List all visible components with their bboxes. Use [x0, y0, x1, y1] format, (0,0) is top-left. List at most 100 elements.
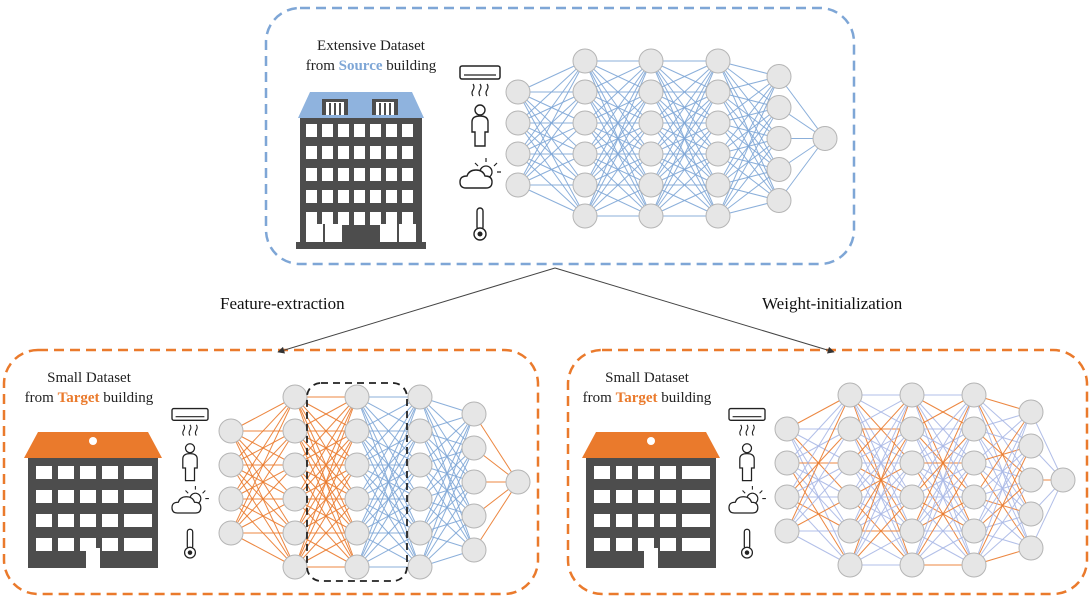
network-node — [218, 520, 244, 546]
person-icon — [182, 443, 198, 482]
network-node — [282, 452, 308, 478]
network-node — [705, 172, 731, 198]
network-link — [419, 413, 475, 500]
network-link — [849, 496, 913, 566]
network-node — [344, 418, 370, 444]
network-link — [973, 513, 1032, 566]
network-link — [650, 91, 719, 217]
network-node — [766, 157, 792, 182]
network-link — [650, 122, 719, 217]
source-highlight: Source — [338, 58, 383, 74]
network-node — [638, 110, 664, 136]
network-node — [638, 141, 664, 167]
network-link — [911, 496, 975, 566]
network-link — [650, 60, 719, 124]
network-link — [356, 430, 421, 568]
target-panel-left-border — [2, 348, 540, 596]
network-link — [973, 445, 1032, 566]
network-link — [973, 411, 1032, 566]
network-link — [517, 60, 586, 186]
source-building-icon — [296, 92, 426, 249]
network-node — [218, 452, 244, 478]
source-caption-line2: from Source building — [305, 58, 437, 74]
network-node — [218, 418, 244, 444]
network-node — [961, 552, 987, 578]
network-node — [344, 452, 370, 478]
network-link — [849, 462, 913, 566]
network-link — [517, 60, 586, 124]
network-node — [1018, 535, 1044, 561]
network-node — [961, 484, 987, 510]
network-node — [218, 486, 244, 512]
network-link — [911, 394, 975, 464]
network-node — [766, 64, 792, 89]
network-node — [572, 141, 598, 167]
target-left-caption: Small Dataset from Target building — [14, 368, 164, 408]
target-right-input-icons — [728, 407, 766, 559]
network-link — [230, 396, 296, 466]
network-node — [638, 203, 664, 229]
network-link — [294, 396, 358, 534]
network-link — [230, 396, 296, 534]
air-conditioner-icon — [728, 407, 766, 436]
air-conditioner-icon — [459, 65, 501, 97]
network-node — [766, 126, 792, 151]
network-node — [461, 503, 487, 529]
network-node — [344, 554, 370, 580]
network-node — [638, 172, 664, 198]
network-link — [584, 60, 652, 186]
network-node — [638, 48, 664, 74]
network-node — [837, 382, 863, 408]
air-conditioner-icon — [171, 407, 209, 436]
network-node — [961, 382, 987, 408]
frozen-layers-box — [306, 382, 408, 582]
target-left-caption-line1: Small Dataset — [47, 370, 131, 386]
network-node — [461, 401, 487, 427]
target-highlight: Target — [615, 390, 658, 406]
network-node — [505, 469, 531, 495]
network-link — [1030, 479, 1064, 549]
network-link — [584, 153, 652, 217]
weather-icon — [459, 158, 501, 189]
network-node — [572, 79, 598, 105]
network-node — [774, 484, 800, 510]
network-link — [786, 394, 851, 532]
network-node — [461, 537, 487, 563]
network-node — [705, 79, 731, 105]
network-link — [786, 428, 851, 532]
network-link — [786, 462, 851, 532]
network-link — [230, 396, 296, 500]
target-building-icon-right — [582, 432, 720, 568]
network-node — [837, 552, 863, 578]
target-left-input-icons — [171, 407, 209, 559]
network-node — [282, 418, 308, 444]
network-node — [282, 486, 308, 512]
network-link — [849, 394, 913, 532]
network-link — [517, 60, 586, 155]
network-node — [505, 79, 531, 105]
network-link — [356, 498, 421, 568]
network-node — [899, 552, 925, 578]
thermometer-icon — [740, 528, 754, 559]
network-node — [1018, 433, 1044, 459]
target-right-caption: Small Dataset from Target building — [572, 368, 722, 408]
network-link — [911, 428, 975, 566]
network-node — [961, 450, 987, 476]
network-node — [837, 484, 863, 510]
network-node — [1018, 399, 1044, 425]
network-link — [294, 396, 358, 466]
network-link — [849, 394, 913, 464]
network-link — [650, 60, 719, 186]
network-link — [786, 394, 851, 498]
network-nodes — [218, 384, 531, 580]
network-link — [717, 107, 780, 217]
thermometer-icon — [183, 528, 197, 559]
network-link — [294, 498, 358, 568]
network-link — [911, 394, 975, 532]
network-link — [849, 428, 913, 566]
network-node — [899, 382, 925, 408]
network-link — [717, 76, 780, 155]
network-link — [650, 153, 719, 217]
network-link — [419, 481, 475, 568]
